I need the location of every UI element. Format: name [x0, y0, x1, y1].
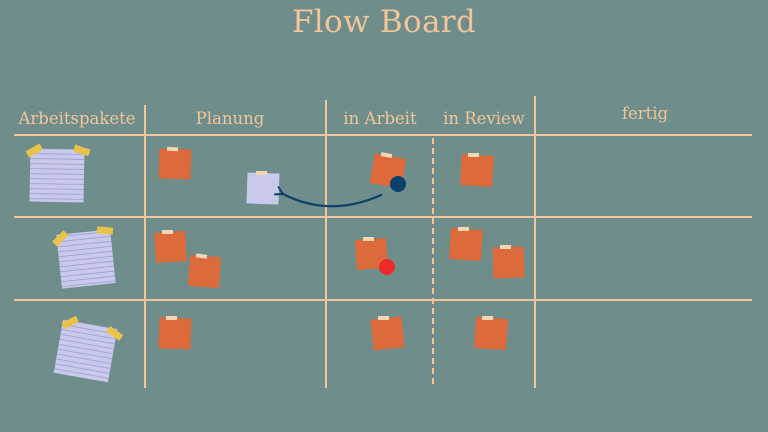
move-back-arrow-icon	[273, 186, 383, 208]
tape-icon	[380, 152, 393, 159]
column-header-arbeitspakete: Arbeitspakete	[18, 109, 136, 128]
tape-icon	[458, 227, 469, 231]
task-card-planung-4[interactable]	[158, 316, 192, 350]
tape-icon	[166, 146, 179, 152]
tape-icon	[500, 245, 511, 249]
tape-icon	[162, 230, 173, 234]
task-card-in-arbeit-3[interactable]	[370, 316, 405, 351]
tape-icon	[482, 316, 493, 320]
task-card-planung-2[interactable]	[154, 230, 187, 263]
tape-icon	[468, 153, 479, 157]
column-header-in-arbeit: in Arbeit	[343, 109, 417, 128]
task-card-in-review-1[interactable]	[459, 153, 495, 188]
tape-icon	[96, 226, 114, 235]
tape-icon	[25, 143, 43, 158]
task-card-in-review-2[interactable]	[448, 227, 484, 262]
blocker-marker-blue[interactable]	[390, 176, 406, 192]
tape-icon	[52, 230, 69, 247]
task-card-in-arbeit-2[interactable]	[354, 237, 389, 271]
tape-icon	[73, 144, 91, 157]
tape-icon	[378, 316, 389, 320]
column-header-planung: Planung	[195, 109, 265, 128]
tape-icon	[106, 325, 124, 341]
task-card-planung-1[interactable]	[158, 146, 192, 180]
work-package-1[interactable]	[25, 143, 91, 203]
tape-icon	[363, 237, 374, 241]
column-header-in-review: in Review	[443, 109, 525, 128]
board-grid	[14, 96, 752, 388]
tape-icon	[195, 253, 208, 259]
task-card-in-review-4[interactable]	[473, 316, 509, 351]
column-header-fertig: fertig	[621, 104, 669, 123]
tape-icon	[61, 315, 79, 330]
tape-icon	[166, 316, 177, 320]
board-title: Flow Board	[291, 4, 477, 40]
work-package-3[interactable]	[53, 315, 124, 383]
blocker-marker-red[interactable]	[379, 259, 395, 275]
task-card-planung-moved[interactable]	[246, 171, 280, 205]
work-package-2[interactable]	[52, 226, 116, 289]
task-card-in-review-3[interactable]	[492, 245, 525, 279]
task-card-planung-3[interactable]	[187, 253, 222, 289]
tape-icon	[256, 171, 267, 175]
